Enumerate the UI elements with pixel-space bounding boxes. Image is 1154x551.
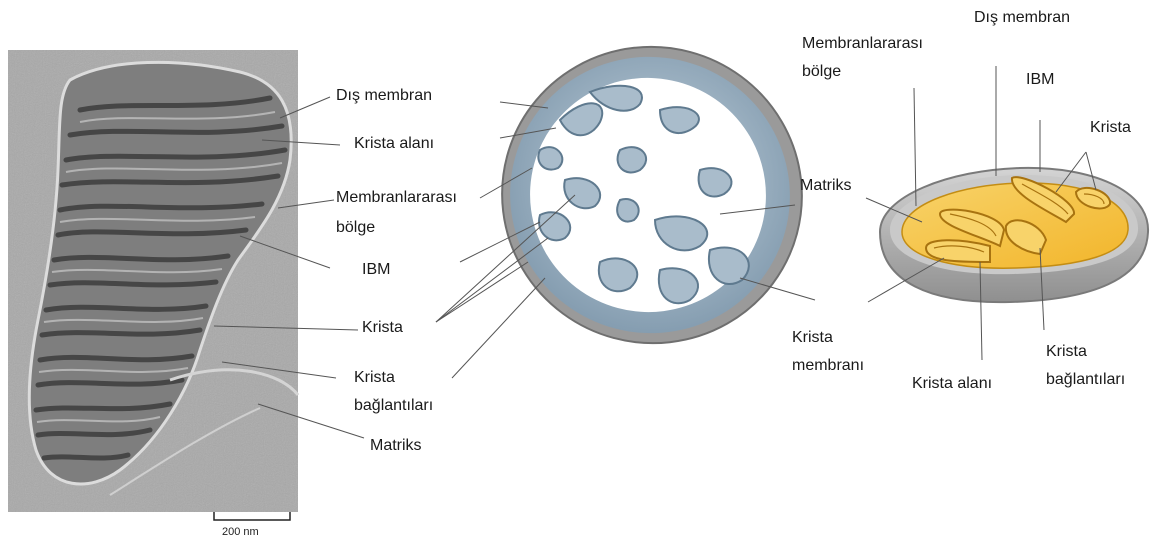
em-label-krista-baglantilari-2: bağlantıları: [354, 396, 433, 416]
cartoon-label-dis-membran: Dış membran: [974, 8, 1070, 28]
cartoon-label-krista-baglantilari: Krista: [1046, 342, 1087, 362]
cutaway-label-krista-membrani-2: membranı: [792, 356, 864, 376]
cartoon-model: [880, 168, 1148, 302]
cutaway-3d-model: [469, 13, 835, 377]
em-micrograph: [8, 50, 298, 520]
em-label-membranlararasi-bolge: bölge: [336, 218, 375, 238]
cartoon-label-krista: Krista: [1090, 118, 1131, 138]
cartoon-label-ibm: IBM: [1026, 70, 1054, 90]
em-label-dis-membran: Dış membran: [336, 86, 432, 106]
cutaway-label-matriks: Matriks: [800, 176, 852, 196]
em-label-matriks: Matriks: [370, 436, 422, 456]
cartoon-label-krista-alani: Krista alanı: [912, 374, 992, 394]
scale-bar-label: 200 nm: [222, 526, 259, 538]
cutaway-label-krista-membrani: Krista: [792, 328, 833, 348]
em-label-ibm: IBM: [362, 260, 390, 280]
em-label-membranlararasi: Membranlararası: [336, 188, 457, 208]
em-label-krista-alani: Krista alanı: [354, 134, 434, 154]
cartoon-label-membranlararasi: Membranlararası: [802, 34, 923, 54]
cartoon-label-krista-baglantilari-2: bağlantıları: [1046, 370, 1125, 390]
em-label-krista: Krista: [362, 318, 403, 338]
cartoon-label-membranlararasi-bolge: bölge: [802, 62, 841, 82]
scale-bar: [214, 512, 290, 520]
em-label-krista-baglantilari: Krista: [354, 368, 395, 388]
